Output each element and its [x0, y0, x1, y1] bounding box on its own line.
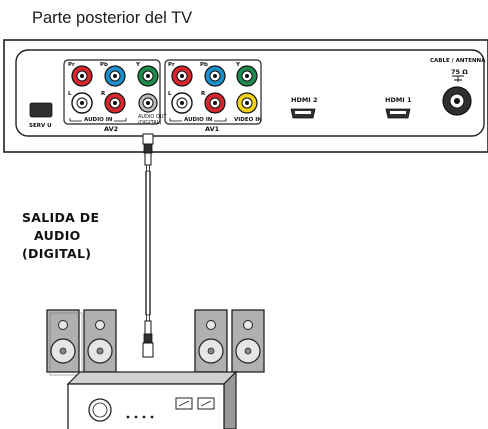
jack-av1-video-in[interactable]: [236, 92, 258, 114]
jack-av2-pb[interactable]: [104, 65, 126, 87]
jack-label-av1-y: Y: [235, 62, 241, 68]
jack-av2-y[interactable]: [137, 65, 159, 87]
output-label-line-3: (DIGITAL): [22, 246, 91, 261]
serv-u-port: SERV U: [29, 102, 53, 129]
jack-av1-audio-r[interactable]: [204, 92, 226, 114]
jack-av1-pr[interactable]: [171, 65, 193, 87]
hdmi1-label: HDMI 1: [385, 96, 412, 104]
jack-label-av1-pb: Pb: [200, 62, 208, 68]
optical-cable: [142, 133, 154, 358]
speaker-right-1: [194, 309, 228, 373]
jack-label-av1-pr: Pr: [168, 62, 175, 68]
jack-av2-audio-r[interactable]: [104, 92, 126, 114]
diagram-heading: Parte posterior del TV: [32, 9, 192, 27]
output-label-line-2: AUDIO: [34, 228, 81, 243]
av2-label: AV2: [104, 125, 118, 133]
av1-audio-in-label: AUDIO IN: [184, 117, 213, 123]
jack-av1-pb[interactable]: [204, 65, 226, 87]
hdmi1-port[interactable]: [385, 108, 411, 119]
jack-label-av2-r: R: [101, 91, 106, 97]
av1-video-in-label: VIDEO IN: [234, 117, 262, 123]
jack-label-av2-y: Y: [135, 62, 141, 68]
output-label-line-1: SALIDA DE: [22, 210, 99, 225]
speaker-left-2: [83, 309, 117, 373]
hdmi2-label: HDMI 2: [291, 96, 318, 104]
antenna-coax-port[interactable]: [442, 86, 472, 116]
audio-out-label-2: (DIGITAL): [138, 120, 161, 126]
jack-label-av2-pr: Pr: [68, 62, 75, 68]
antenna-ohm: 75 Ω: [451, 68, 468, 76]
hdmi2-port[interactable]: [290, 108, 316, 119]
audio-receiver: [66, 370, 238, 429]
jack-av1-audio-l[interactable]: [171, 92, 193, 114]
audio-out-label-1: AUDIO OUT: [138, 114, 168, 120]
jack-av2-pr[interactable]: [71, 65, 93, 87]
jack-audio-out-digital[interactable]: [138, 93, 158, 113]
av1-group: [164, 59, 262, 125]
serv-u-label: SERV U: [29, 123, 52, 129]
ground-symbol-icon: [452, 75, 464, 82]
jack-label-av2-pb: Pb: [100, 62, 108, 68]
jack-label-av2-l: L: [68, 91, 72, 97]
speaker-right-2: [231, 309, 265, 373]
jack-av1-y[interactable]: [236, 65, 258, 87]
av2-group: [63, 59, 161, 125]
av1-label: AV1: [205, 125, 220, 133]
jack-label-av1-l: L: [168, 91, 172, 97]
antenna-label: CABLE / ANTENNA: [430, 58, 486, 64]
jack-label-av1-r: R: [201, 91, 206, 97]
jack-av2-audio-l[interactable]: [71, 92, 93, 114]
av2-audio-in-label: AUDIO IN: [84, 117, 113, 123]
speaker-left-1: [46, 309, 83, 376]
tv-rear-panel: SERV U AV2 AV1 Pr Pb Y: [3, 39, 488, 153]
